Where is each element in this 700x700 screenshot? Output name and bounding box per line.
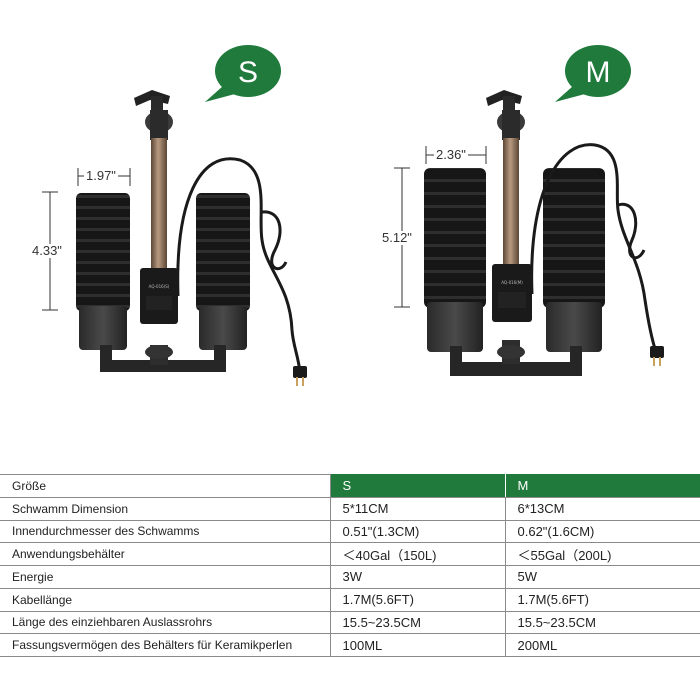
row-value-s: 100ML bbox=[330, 633, 506, 657]
filters-drawing: AQ-016(S) bbox=[42, 90, 664, 386]
row-value-m: 5W bbox=[505, 565, 700, 589]
svg-text:AQ-016(S): AQ-016(S) bbox=[149, 284, 170, 289]
row-value-s: ＜40Gal（150L) bbox=[330, 542, 506, 566]
row-value-m: 200ML bbox=[505, 633, 700, 657]
row-value-m: 1.7M(5.6FT) bbox=[505, 587, 700, 612]
size-s-badge: S bbox=[205, 42, 289, 106]
filter-s: AQ-016(S) bbox=[42, 90, 307, 386]
row-label: Anwendungsbehälter bbox=[0, 542, 331, 566]
size-s-letter: S bbox=[237, 56, 258, 89]
table-row: Fassungsvermögen des Behälters für Keram… bbox=[0, 633, 700, 657]
row-label: Fassungsvermögen des Behälters für Keram… bbox=[0, 633, 331, 657]
size-m-badge: M bbox=[555, 42, 639, 106]
table-row: Länge des einziehbaren Auslassrohrs 15.5… bbox=[0, 610, 700, 635]
product-illustration: AQ-016(S) bbox=[30, 42, 664, 386]
row-value-m: ＜55Gal（200L) bbox=[505, 542, 700, 566]
table-row: Anwendungsbehälter ＜40Gal（150L) ＜55Gal（2… bbox=[0, 542, 700, 566]
s-width-label: 1.97" bbox=[84, 168, 118, 183]
speech-bubble-icon bbox=[555, 45, 631, 102]
spec-table: Größe S M Schwamm Dimension 5*11CM 6*13C… bbox=[0, 474, 700, 657]
header-m: M bbox=[505, 474, 700, 498]
row-value-s: 15.5~23.5CM bbox=[330, 610, 506, 635]
row-value-s: 0.51"(1.3CM) bbox=[330, 519, 506, 544]
row-value-s: 1.7M(5.6FT) bbox=[330, 587, 506, 612]
speech-bubble-icon bbox=[205, 45, 281, 102]
m-width-label: 2.36" bbox=[434, 147, 468, 162]
filter-m: AQ-016(M) bbox=[394, 90, 664, 376]
row-value-m: 0.62"(1.6CM) bbox=[505, 519, 700, 544]
row-value-m: 6*13CM bbox=[505, 496, 700, 521]
table-row: Schwamm Dimension 5*11CM 6*13CM bbox=[0, 496, 700, 521]
row-label: Energie bbox=[0, 565, 331, 589]
row-label: Schwamm Dimension bbox=[0, 496, 331, 521]
row-value-s: 5*11CM bbox=[330, 496, 506, 521]
table-header-row: Größe S M bbox=[0, 474, 700, 498]
table-row: Kabellänge 1.7M(5.6FT) 1.7M(5.6FT) bbox=[0, 587, 700, 612]
s-height-label: 4.33" bbox=[30, 243, 64, 258]
table-row: Innendurchmesser des Schwamms 0.51"(1.3C… bbox=[0, 519, 700, 544]
svg-text:AQ-016(M): AQ-016(M) bbox=[501, 280, 523, 285]
row-value-s: 3W bbox=[330, 565, 506, 589]
header-s: S bbox=[330, 474, 506, 498]
header-label: Größe bbox=[0, 474, 331, 498]
size-m-letter: M bbox=[585, 56, 611, 89]
table-row: Energie 3W 5W bbox=[0, 565, 700, 589]
row-label: Kabellänge bbox=[0, 587, 331, 612]
row-label: Länge des einziehbaren Auslassrohrs bbox=[0, 610, 331, 635]
row-label: Innendurchmesser des Schwamms bbox=[0, 519, 331, 544]
m-height-label: 5.12" bbox=[380, 230, 414, 245]
row-value-m: 15.5~23.5CM bbox=[505, 610, 700, 635]
